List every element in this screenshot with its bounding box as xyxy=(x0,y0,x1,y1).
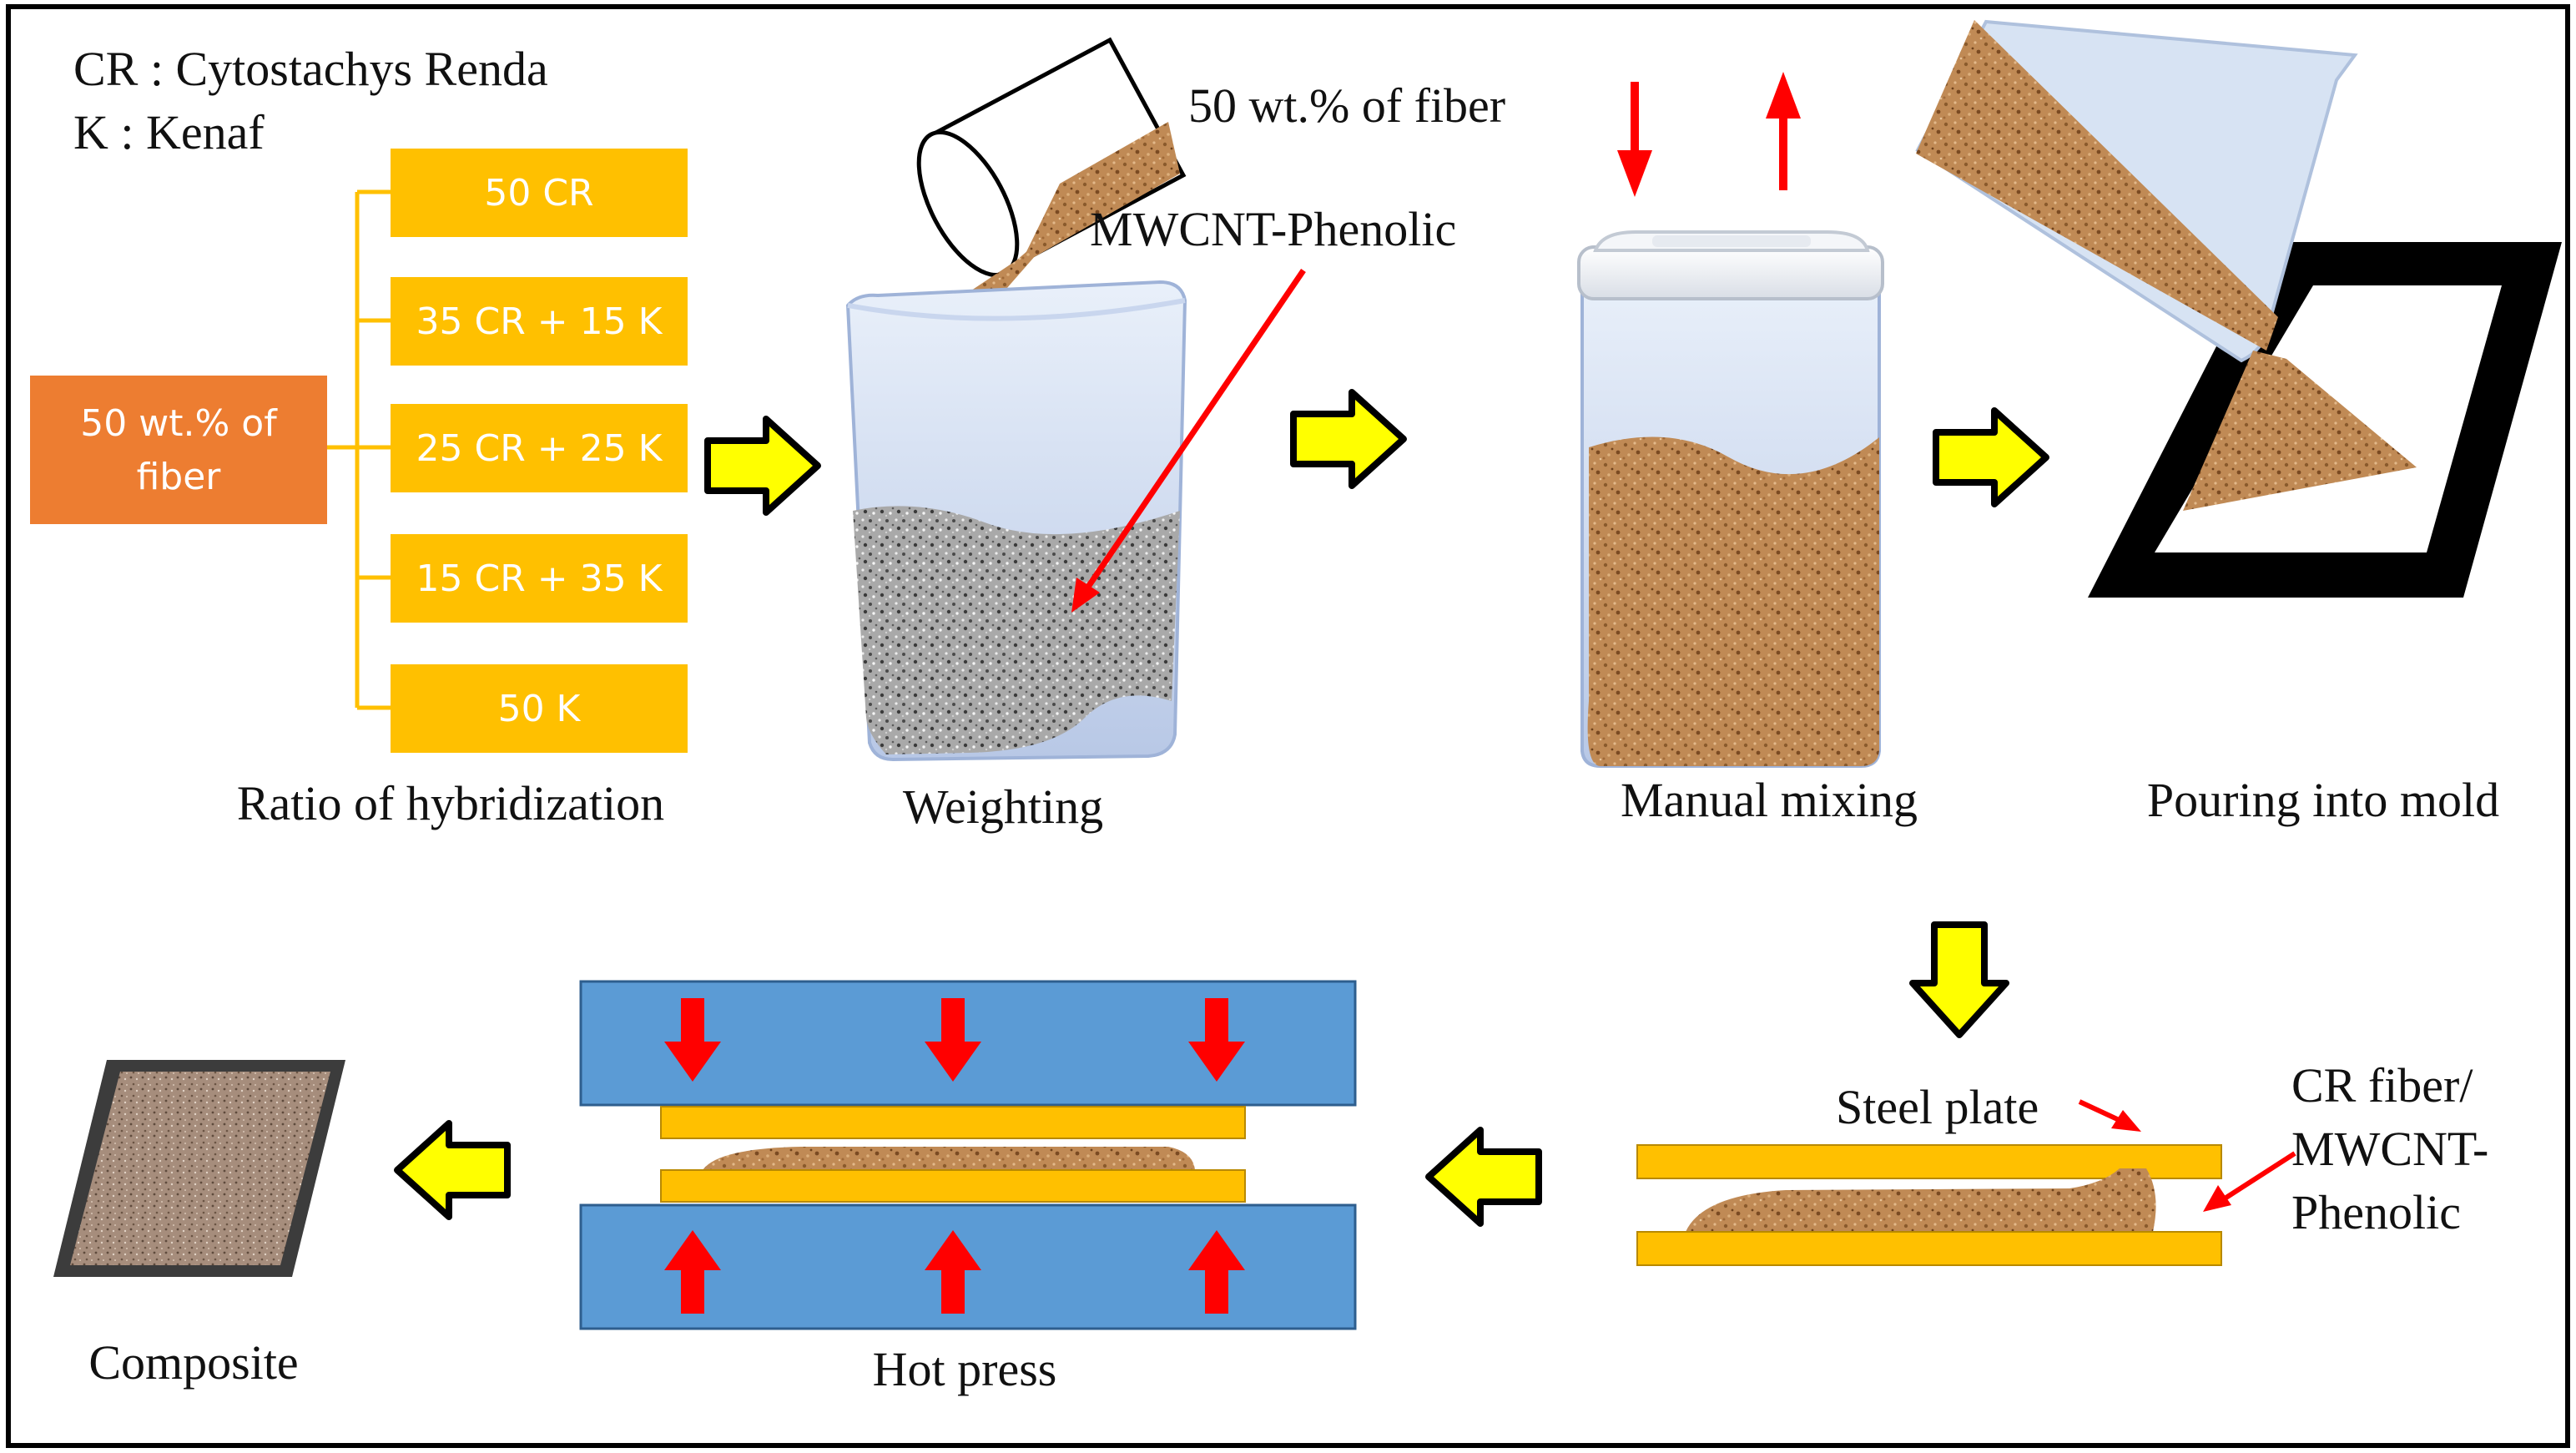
cr-fiber-label-2: MWCNT- xyxy=(2291,1122,2488,1176)
flow-arrow-left-1 xyxy=(1425,1127,1542,1227)
hot-press-label: Hot press xyxy=(873,1342,1057,1396)
ratio-list: 50 CR 35 CR + 15 K 25 CR + 25 K 15 CR + … xyxy=(391,149,688,753)
flow-arrow-3 xyxy=(1933,407,2049,507)
cr-fiber-pointer xyxy=(2218,1151,2296,1204)
ratio-label-1: 50 CR xyxy=(484,172,593,214)
fiber-box-line2: fiber xyxy=(137,456,222,498)
pouring-bag-icon xyxy=(1915,19,2417,511)
press-down-arrows xyxy=(664,998,1245,1082)
cr-fiber-label-1: CR fiber/ xyxy=(2291,1058,2473,1112)
ratio-label-5: 50 K xyxy=(498,688,582,730)
flow-arrow-1 xyxy=(704,416,821,516)
mwcnt-pointer-head xyxy=(1071,578,1100,613)
legend-k: K : Kenaf xyxy=(73,105,265,159)
ratio-label-2: 35 CR + 15 K xyxy=(416,300,663,343)
shake-up-arrow xyxy=(1766,72,1801,190)
mwcnt-pointer xyxy=(1081,269,1306,596)
flow-arrow-2 xyxy=(1290,389,1407,489)
ratio-box-4 xyxy=(391,534,688,623)
weighting-label: Weighting xyxy=(903,779,1103,834)
ratio-box-3 xyxy=(391,404,688,492)
ratio-box-1 xyxy=(391,149,688,237)
fiber-box xyxy=(30,376,327,524)
fiber-box-line1: 50 wt.% of xyxy=(80,402,278,445)
ratio-label-4: 15 CR + 35 K xyxy=(416,557,663,600)
mixing-container-icon xyxy=(1577,230,1884,768)
composite-icon xyxy=(53,1060,345,1277)
pouring-label: Pouring into mold xyxy=(2147,773,2499,827)
steel-plate-pointer-head xyxy=(2111,1110,2141,1132)
ratio-label-3: 25 CR + 25 K xyxy=(416,427,663,470)
manual-mixing-label: Manual mixing xyxy=(1621,773,1918,827)
composite-label: Composite xyxy=(88,1335,298,1390)
hot-press-icon xyxy=(579,980,1357,1330)
legend-cr: CR : Cytostachys Renda xyxy=(73,42,548,96)
fiber-pour-label: 50 wt.% of fiber xyxy=(1188,78,1505,133)
pouring-cup-icon xyxy=(916,37,1187,315)
press-up-arrows xyxy=(664,1230,1245,1314)
shake-down-arrow xyxy=(1617,82,1652,197)
ratio-box-5 xyxy=(391,664,688,753)
mwcnt-label: MWCNT-Phenolic xyxy=(1090,202,1456,256)
steel-plate-stack xyxy=(1636,1144,2222,1266)
ratio-box-2 xyxy=(391,277,688,366)
steel-plate-label: Steel plate xyxy=(1836,1080,2039,1134)
ratio-caption: Ratio of hybridization xyxy=(237,776,664,830)
cr-fiber-pointer-head xyxy=(2203,1185,2231,1212)
cr-fiber-label-3: Phenolic xyxy=(2291,1185,2461,1239)
flow-arrow-left-2 xyxy=(394,1120,511,1220)
flow-arrow-down xyxy=(1909,921,2009,1038)
ratio-bracket xyxy=(327,189,391,710)
